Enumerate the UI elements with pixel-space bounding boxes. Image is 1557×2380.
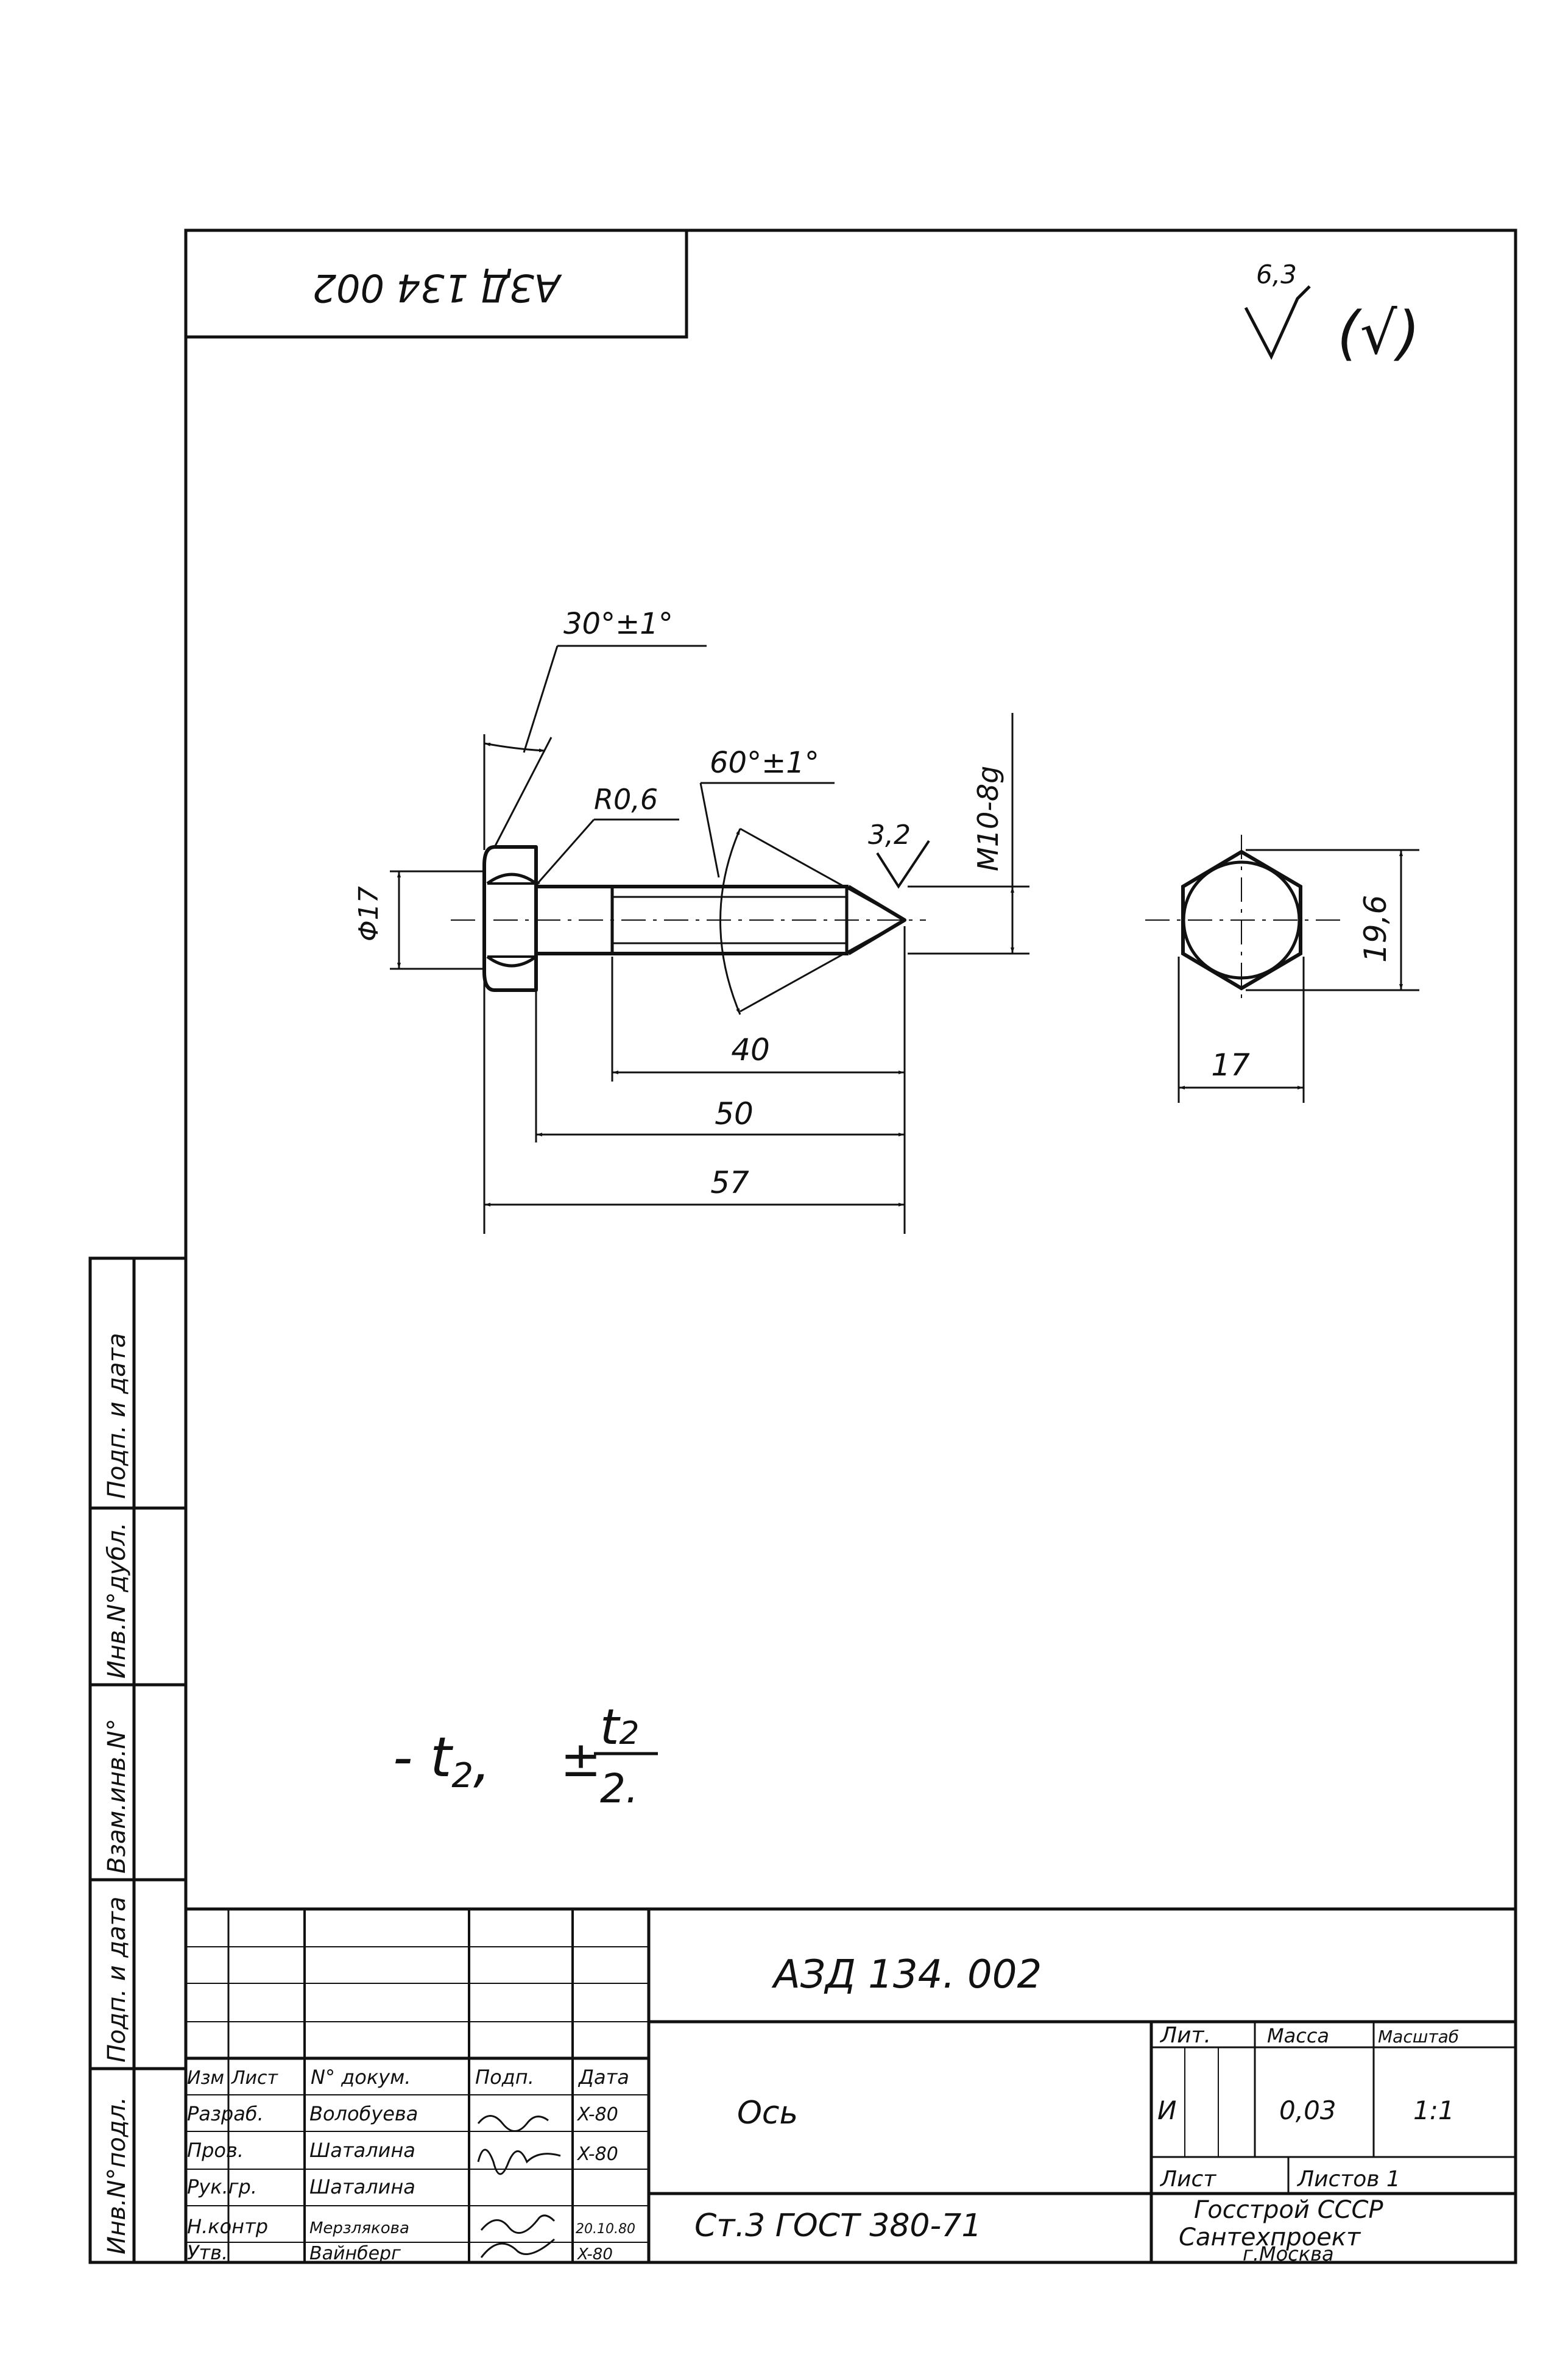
tb-sheet-label: Лист: [1159, 2167, 1216, 2192]
dim-radius: R0,6: [594, 783, 658, 816]
tb-sheets-label: Листов 1: [1296, 2167, 1400, 2192]
tb-role-1: Разраб.: [187, 2102, 264, 2125]
tb-date-5: X-80: [576, 2245, 613, 2264]
dim-thread: M10-8g: [972, 766, 1004, 871]
side-stamp: Инв.N°подл. Подп. и дата Взам.инв.N° Инв…: [103, 1333, 131, 2254]
designation-box: АЗД 134 002: [184, 228, 688, 339]
tb-h-sign: Подп.: [475, 2066, 534, 2089]
dim-angle-head: 30°±1°: [563, 607, 673, 641]
tol-minus: - t2,: [393, 1726, 491, 1796]
side-stamp-3: Взам.инв.N°: [103, 1719, 131, 1874]
tb-date-1: X-80: [576, 2104, 618, 2125]
sheet-frame: [88, 228, 1517, 2264]
side-stamp-2: Подп. и дата: [103, 1897, 131, 2063]
side-stamp-4: Инв.N°дубл.: [103, 1522, 131, 1679]
tb-h-list: Лист: [231, 2067, 279, 2089]
tb-org-2: Сантехпроект: [1179, 2223, 1361, 2251]
tol-numerator: t2: [600, 1699, 639, 1755]
bolt-end-view: [1145, 835, 1419, 1103]
tb-h-date: Дата: [577, 2066, 629, 2089]
tb-name-2: Шаталина: [309, 2139, 415, 2162]
dim-length-57: 57: [710, 1165, 749, 1200]
dim-roughness-tip: 3,2: [868, 820, 911, 851]
side-stamp-5: Подп. и дата: [103, 1333, 131, 1499]
roughness-other: (√): [1337, 299, 1420, 367]
roughness-mark: 6,3 (√): [1244, 260, 1420, 367]
tb-mass: 0,03: [1279, 2095, 1336, 2125]
tb-org-1: Госстрой СССР: [1194, 2196, 1383, 2224]
tb-designation: АЗД 134. 002: [771, 1952, 1042, 1997]
dim-hex-corners: 19,6: [1358, 895, 1393, 963]
dim-length-40: 40: [731, 1032, 770, 1068]
tb-name: Ось: [737, 2095, 798, 2131]
dim-angle-cone: 60°±1°: [710, 746, 819, 780]
tb-date-4: 20.10.80: [576, 2222, 635, 2237]
bolt-side-view: [451, 845, 926, 992]
tb-lit: И: [1157, 2095, 1176, 2125]
title-block-text: АЗД 134. 002 Ось Ст.3 ГОСТ 380-71 Изм Ли…: [187, 1952, 1459, 2265]
tb-mass-label: Масса: [1267, 2024, 1329, 2047]
side-stamp-1: Инв.N°подл.: [103, 2097, 131, 2254]
tb-role-5: Утв.: [187, 2241, 228, 2264]
tb-name-5: Вайнберг: [309, 2243, 401, 2264]
tol-denominator: 2.: [600, 1765, 638, 1812]
tb-date-2: X-80: [576, 2144, 618, 2165]
tb-h-doc: N° докум.: [311, 2066, 411, 2089]
tb-name-4: Мерзлякова: [309, 2219, 409, 2237]
dimension-labels-side: 30°±1° R0,6 60°±1° 3,2 M10-8g Φ17 40 50 …: [353, 607, 1004, 1200]
dimension-labels-end: 17 19,6: [1211, 895, 1393, 1083]
designation-mirrored: АЗД 134 002: [312, 266, 563, 310]
tb-h-izm: Изм: [187, 2067, 224, 2089]
tb-scale-label: Масштаб: [1378, 2027, 1459, 2047]
tolerance-note: - t2, ± t2 2.: [393, 1699, 658, 1812]
tb-scale: 1:1: [1413, 2095, 1455, 2125]
tb-material: Ст.3 ГОСТ 380-71: [694, 2208, 981, 2244]
tb-org-3: г.Москва: [1243, 2242, 1334, 2265]
tol-plusminus: ±: [560, 1731, 601, 1788]
title-block: [186, 1907, 1516, 2262]
dimensions-side: [390, 645, 1029, 1234]
tb-role-4: Н.контр: [187, 2215, 268, 2238]
dim-dia-head: Φ17: [353, 886, 384, 941]
tb-name-1: Волобуева: [309, 2102, 418, 2125]
dim-length-50: 50: [715, 1096, 754, 1132]
dim-hex-flats: 17: [1211, 1047, 1250, 1083]
tb-role-2: Пров.: [187, 2139, 244, 2162]
roughness-value: 6,3: [1256, 260, 1297, 289]
tb-name-3: Шаталина: [309, 2175, 415, 2198]
tb-role-3: Рук.гр.: [187, 2175, 257, 2198]
tb-lit-label: Лит.: [1159, 2023, 1211, 2048]
